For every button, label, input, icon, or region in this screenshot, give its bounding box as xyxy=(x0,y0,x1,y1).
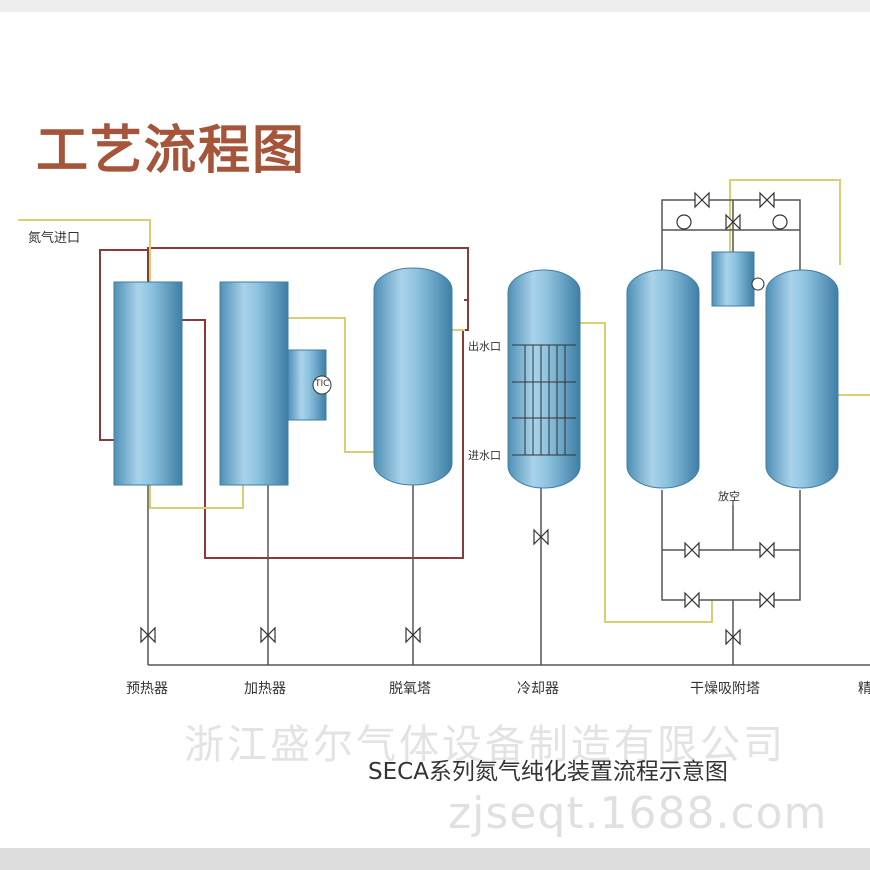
stage-label-deoxidizer: 脱氧塔 xyxy=(389,681,431,697)
valve-icon xyxy=(405,626,421,644)
diagram-caption: SECA系列氮气纯化装置流程示意图 xyxy=(368,759,728,785)
cooler-tube-bundle xyxy=(512,344,576,456)
valve-icon xyxy=(759,191,775,209)
vent-label: 放空 xyxy=(718,490,740,503)
stage-label-cooler: 冷却器 xyxy=(517,681,559,697)
company-watermark: 浙江盛尔气体设备制造有限公司 xyxy=(184,722,786,768)
inlet-gas-line xyxy=(18,219,151,282)
check-valve-icon xyxy=(772,214,788,230)
page-title: 工艺流程图 xyxy=(36,121,307,181)
deoxidizer-top-line xyxy=(147,247,469,301)
water-outlet-label: 出水口 xyxy=(468,340,501,353)
cooler-vessel xyxy=(507,269,581,489)
valve-icon xyxy=(759,591,775,609)
gas-lines xyxy=(18,179,870,623)
stage-label-heater: 加热器 xyxy=(244,681,286,697)
cooler-to-dryer-line xyxy=(580,322,713,623)
stage-label-preheater: 预热器 xyxy=(126,681,168,697)
dryer-vessel-right xyxy=(765,269,839,489)
top-band xyxy=(0,0,870,12)
stage-label-dryer: 干燥吸附塔 xyxy=(690,681,760,697)
valve-icon xyxy=(260,626,276,644)
valve-icon xyxy=(759,541,775,559)
valve-icon xyxy=(533,528,549,546)
stage-label-refiner: 精 xyxy=(858,681,870,697)
dryer-vessel-left xyxy=(626,269,700,489)
tic-circle xyxy=(312,375,332,395)
valve-icon xyxy=(725,628,741,646)
water-inlet-label: 进水口 xyxy=(468,449,501,462)
dryer-valve-frame xyxy=(661,490,801,601)
valve-icon xyxy=(725,213,741,231)
dryer-top-frame xyxy=(661,199,801,280)
heater-vessel xyxy=(219,281,332,486)
valve-icon xyxy=(684,541,700,559)
deoxidizer-vessel xyxy=(373,267,453,486)
valve-icon xyxy=(684,591,700,609)
preheater-outlet-line xyxy=(149,485,244,509)
preheater-to-heater-line xyxy=(182,300,469,559)
nitrogen-inlet-label: 氮气进口 xyxy=(28,231,81,246)
preheater-vessel xyxy=(113,281,183,486)
valve-icon xyxy=(694,191,710,209)
valve-icon xyxy=(140,626,156,644)
tic-label: TIC xyxy=(315,379,330,389)
dryer-filter xyxy=(711,251,765,307)
bottom-band xyxy=(0,848,870,870)
site-url-watermark: zjseqt.1688.com xyxy=(448,788,828,839)
dryer-top-line xyxy=(729,179,841,265)
heater-to-deoxidizer-line xyxy=(288,317,375,453)
check-valve-icon xyxy=(676,214,692,230)
